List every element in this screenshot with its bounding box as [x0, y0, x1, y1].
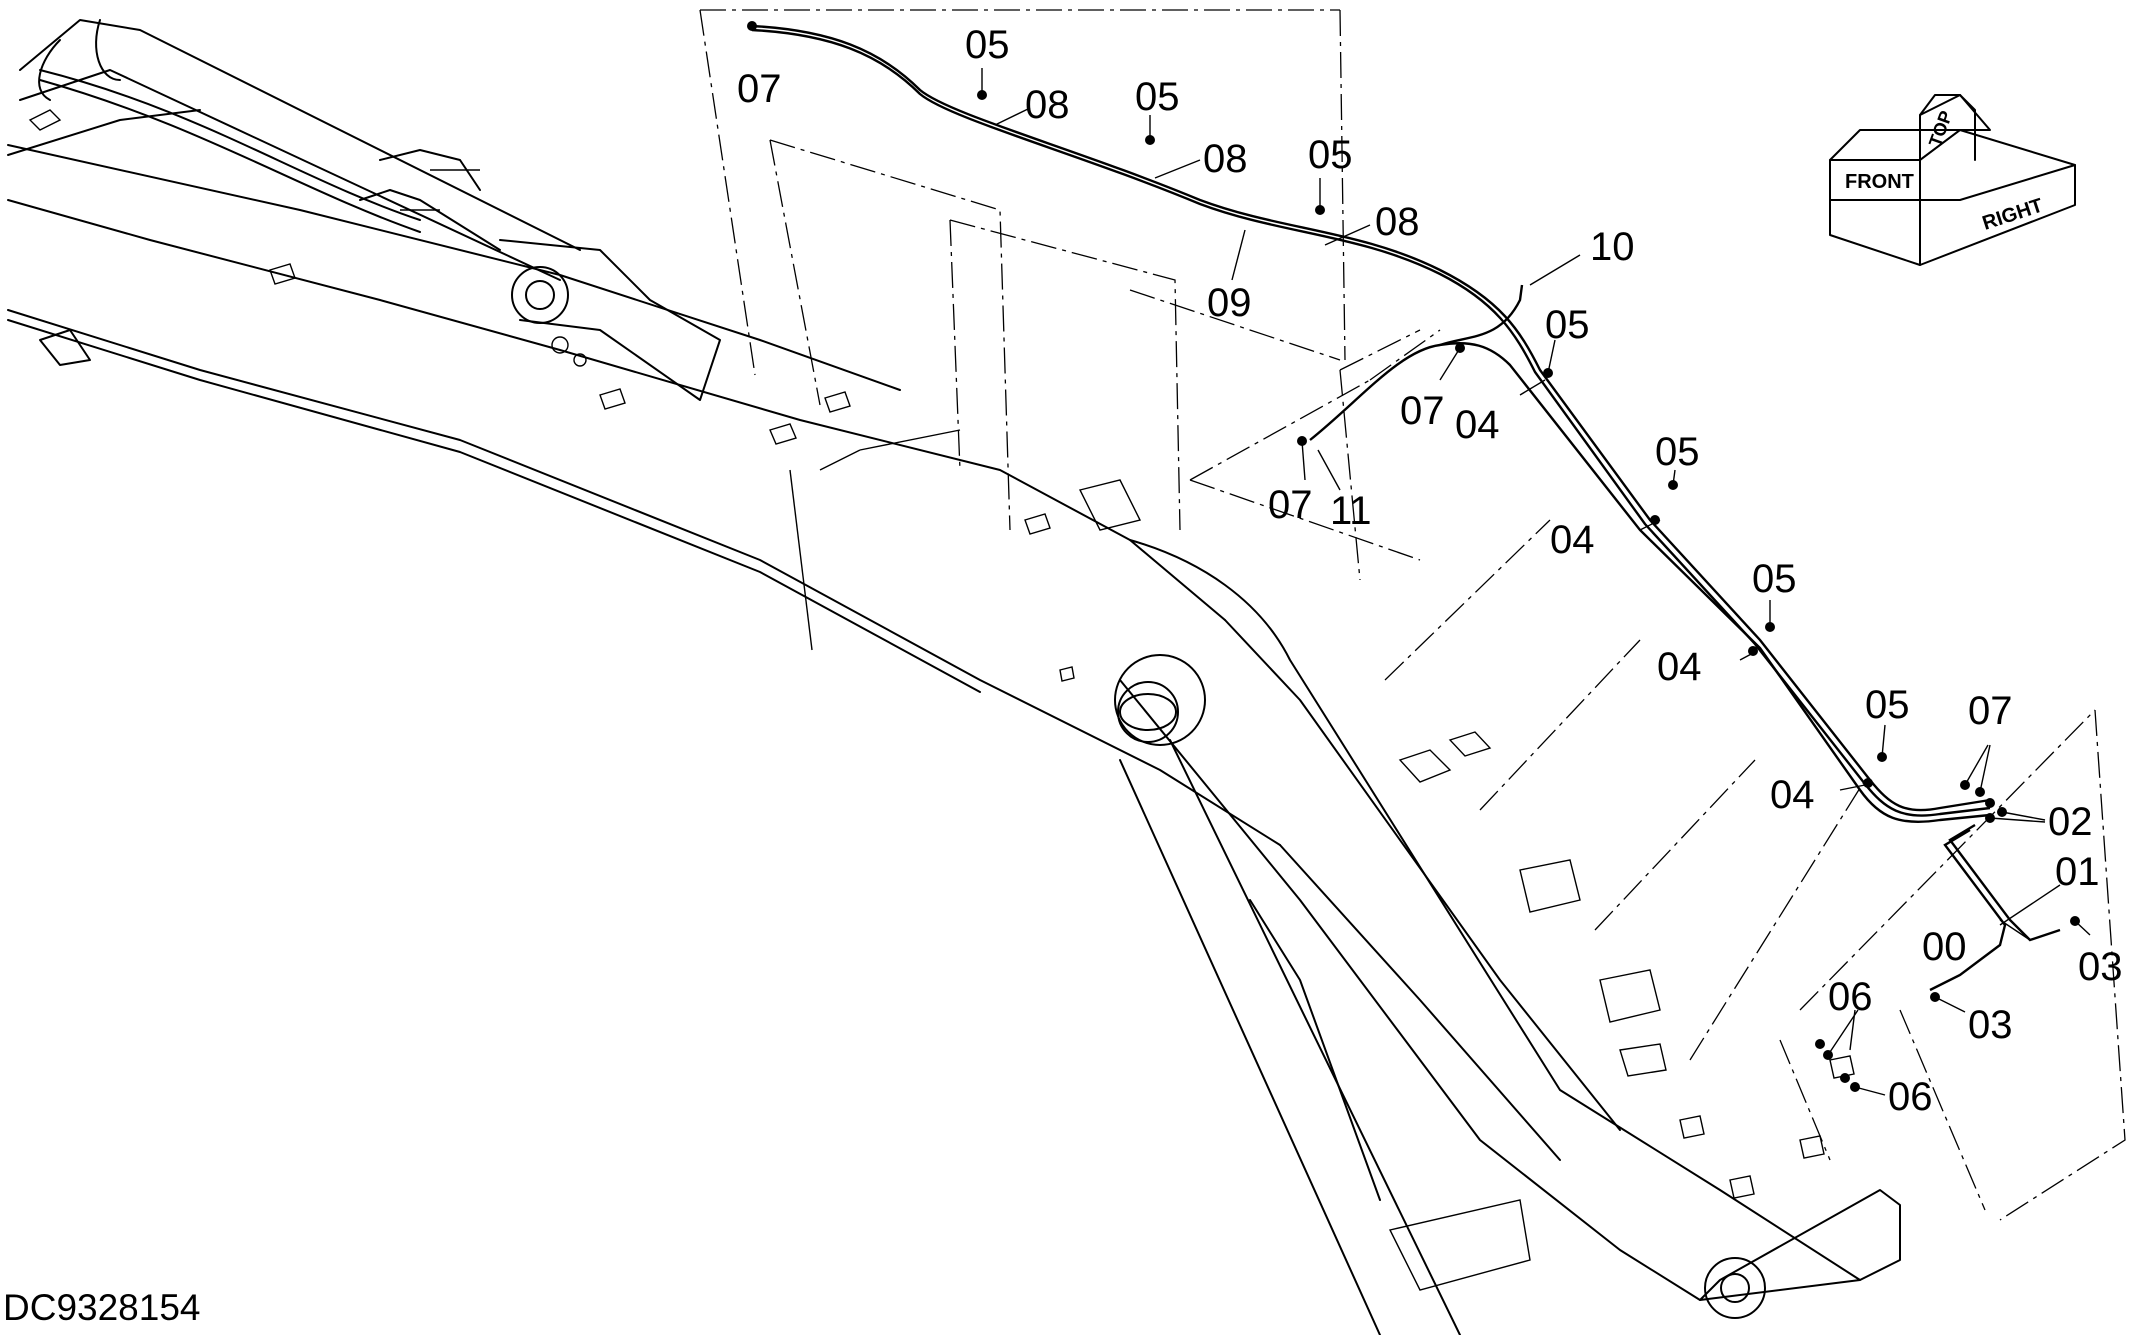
callout-07: 07 [737, 67, 782, 111]
callout-03: 03 [2078, 945, 2123, 989]
callout-03: 03 [1968, 1003, 2013, 1047]
callout-04: 04 [1455, 403, 1500, 447]
callout-04: 04 [1770, 773, 1815, 817]
callout-04: 04 [1550, 518, 1595, 562]
callout-08: 08 [1203, 137, 1248, 181]
callout-08: 08 [1375, 200, 1420, 244]
fitting-dots [747, 21, 2080, 1092]
callout-01: 01 [2055, 850, 2100, 894]
callout-05: 05 [1545, 303, 1590, 347]
boom-lower-arm [1119, 539, 1901, 1319]
top-plate-brackets [269, 263, 1142, 682]
orientation-indicator: FRONT TOP RIGHT [1829, 94, 2076, 266]
callout-06: 06 [1888, 1075, 1933, 1119]
callout-04: 04 [1657, 645, 1702, 689]
boom-pivot-pin [1114, 654, 1531, 1336]
drawing-number: DC9328154 [3, 1287, 200, 1328]
callout-05: 05 [1752, 557, 1797, 601]
boom-upper-arm [7, 109, 1281, 846]
leader-lines [699, 9, 2126, 1221]
callout-05: 05 [1865, 683, 1910, 727]
callout-leaders [981, 68, 2091, 1096]
callout-00: 00 [1922, 925, 1967, 969]
callout-07: 07 [1268, 483, 1313, 527]
callout-06: 06 [1828, 975, 1873, 1019]
callout-08: 08 [1025, 83, 1070, 127]
callout-05: 05 [1135, 75, 1180, 119]
callout-11: 11 [1330, 489, 1372, 533]
callout-07: 07 [1400, 389, 1445, 433]
hose-lines [751, 24, 2061, 992]
callout-labels: 05 07 08 05 08 05 08 09 10 05 07 04 07 1… [737, 23, 2123, 1119]
arm-cylinder [19, 19, 721, 401]
callout-07: 07 [1968, 689, 2013, 733]
orientation-front-label: FRONT [1845, 171, 1914, 193]
callout-09: 09 [1207, 281, 1252, 325]
callout-05: 05 [965, 23, 1010, 67]
callout-05: 05 [1655, 430, 1700, 474]
callout-02: 02 [2048, 800, 2093, 844]
callout-05: 05 [1308, 133, 1353, 177]
orientation-top-label: TOP [1925, 108, 1956, 149]
callout-10: 10 [1590, 225, 1635, 269]
